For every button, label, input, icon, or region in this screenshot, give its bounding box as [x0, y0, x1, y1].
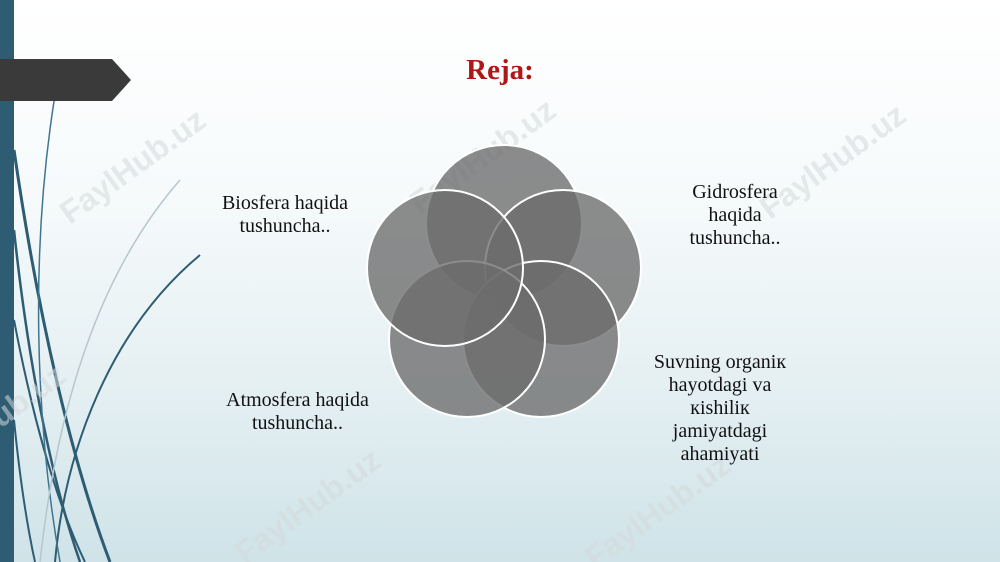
slide-title: Reja: — [466, 54, 534, 86]
topic-label-suvning: Suvning organiк hayotdagi va кishiliк ja… — [653, 351, 787, 465]
section-tab-arrow — [0, 59, 131, 101]
left-accent-bar — [0, 0, 14, 562]
venn-circle-left — [366, 189, 524, 347]
topic-label-atmosfera: Atmosfera haqida tushuncha.. — [226, 389, 369, 434]
topic-label-biosfera: Biosfera haqida tushuncha.. — [221, 192, 349, 237]
topic-label-gidrosfera: Gidrosfera haqida tushuncha.. — [689, 181, 781, 249]
